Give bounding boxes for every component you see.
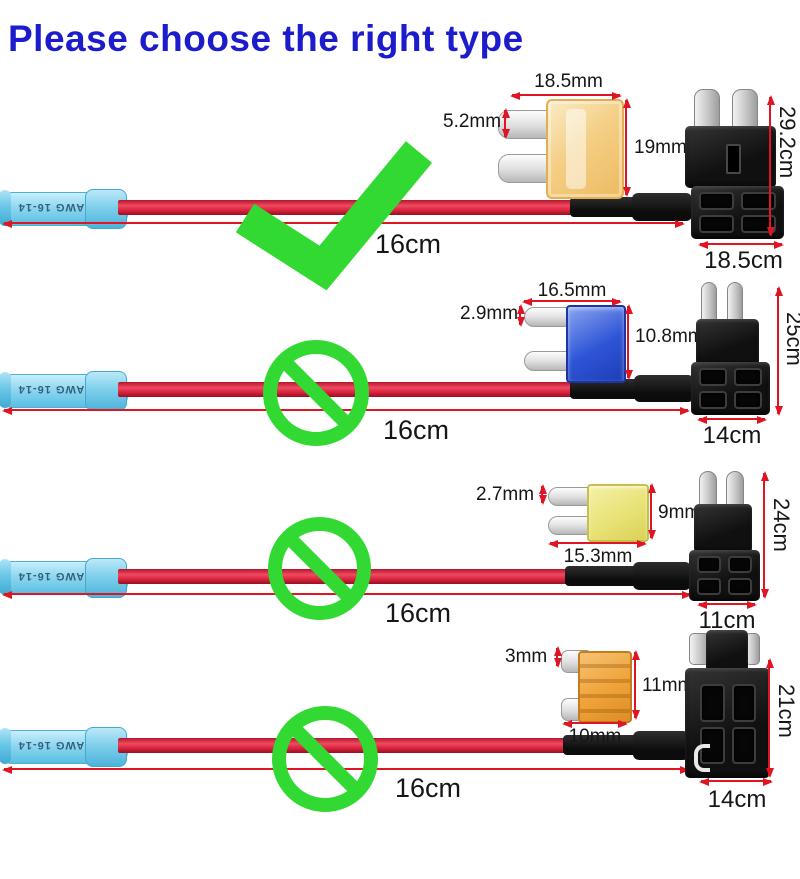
wire-sleeve bbox=[565, 566, 637, 586]
tap-width-label: 18.5cm bbox=[704, 247, 783, 274]
wire-sleeve-collar bbox=[633, 562, 691, 590]
wire-clip-detail bbox=[694, 744, 710, 772]
pin-height-arrow bbox=[554, 646, 562, 668]
fuse-blade bbox=[548, 487, 590, 506]
tap-width-arrow bbox=[699, 778, 773, 786]
micro2-fuse-body bbox=[578, 651, 632, 723]
fuse-width-arrow bbox=[562, 720, 628, 728]
fuse-height-arrow bbox=[648, 483, 656, 540]
wire-sleeve bbox=[570, 197, 636, 217]
fuse-tap-top bbox=[706, 630, 748, 674]
fuse-tap-slot bbox=[726, 144, 741, 174]
fuse-blade bbox=[524, 307, 570, 327]
page-title: Please choose the right type bbox=[8, 18, 524, 59]
socket bbox=[697, 556, 721, 573]
socket bbox=[731, 684, 756, 722]
butt-connector: AWG 16-14 bbox=[0, 727, 128, 767]
tap-width-label: 14cm bbox=[707, 786, 767, 813]
tap-width-label: 11cm bbox=[698, 607, 756, 634]
fuse-height-arrow bbox=[632, 650, 640, 720]
wire-length-label: 16cm bbox=[395, 773, 462, 803]
socket bbox=[734, 368, 762, 386]
socket bbox=[734, 391, 762, 409]
fuse-height-label: 10.8mm bbox=[635, 326, 704, 347]
socket bbox=[728, 556, 752, 573]
connector-awg-label: AWG 16-14 bbox=[17, 570, 85, 582]
pin-height-arrow bbox=[502, 108, 510, 139]
low-profile-fuse-body bbox=[587, 484, 649, 542]
fuse-width-label: 10mm bbox=[568, 726, 622, 747]
tap-height-arrow bbox=[775, 286, 783, 416]
pin-height-label: 2.7mm bbox=[476, 484, 535, 505]
fuse-width-label: 18.5mm bbox=[534, 71, 603, 92]
wire-length-label: 16cm bbox=[383, 415, 450, 445]
pin-height-label: 2.9mm bbox=[460, 303, 519, 324]
tap-height-label: 29.2cm bbox=[775, 106, 800, 179]
fuse-height-label: 19mm bbox=[634, 137, 687, 158]
wire-sleeve-collar bbox=[632, 193, 692, 221]
wire-length-label: 16cm bbox=[385, 598, 452, 628]
fuse-width-arrow bbox=[510, 92, 622, 100]
no-entry-icon bbox=[263, 340, 369, 446]
socket bbox=[699, 391, 727, 409]
no-entry-icon bbox=[268, 517, 371, 620]
check-icon bbox=[235, 141, 433, 291]
butt-connector: AWG 16-14 bbox=[0, 371, 128, 411]
fuse-height-arrow bbox=[625, 304, 633, 380]
fuse-height-arrow bbox=[623, 98, 631, 197]
tap-height-label: 25cm bbox=[782, 312, 800, 366]
butt-connector: AWG 16-14 bbox=[0, 189, 128, 229]
wire-sleeve bbox=[563, 735, 637, 755]
pin-height-label: 5.2mm bbox=[443, 111, 502, 132]
no-entry-icon bbox=[272, 706, 378, 812]
wire-sleeve bbox=[570, 379, 638, 399]
mini-fuse-body bbox=[566, 305, 626, 383]
fuse-width-label: 16.5mm bbox=[537, 280, 607, 301]
socket bbox=[697, 578, 721, 595]
wire-sleeve-collar bbox=[634, 375, 694, 402]
fuse-height-label: 11mm bbox=[642, 675, 694, 696]
connector-awg-label: AWG 16-14 bbox=[17, 201, 85, 213]
connector-awg-label: AWG 16-14 bbox=[17, 739, 85, 751]
fuse-blade bbox=[524, 351, 570, 371]
fuse-blade bbox=[498, 154, 550, 183]
fuse-tap-sockets bbox=[691, 362, 770, 415]
socket bbox=[700, 684, 725, 722]
fuse-tap-sockets bbox=[689, 550, 760, 601]
fuse-blade bbox=[548, 516, 590, 535]
tap-height-arrow bbox=[761, 471, 769, 599]
fuse-height-label: 9mm bbox=[658, 502, 701, 523]
fuse-tap-body bbox=[696, 319, 759, 366]
tap-width-arrow bbox=[698, 241, 784, 249]
fuse-tap-sockets bbox=[692, 678, 764, 770]
socket bbox=[699, 192, 734, 210]
pin-height-arrow bbox=[539, 484, 547, 505]
tap-height-arrow bbox=[766, 658, 774, 778]
pin-height-arrow bbox=[517, 304, 525, 327]
tap-width-label: 14cm bbox=[702, 422, 762, 449]
wire-sleeve-collar bbox=[633, 731, 689, 760]
red-wire bbox=[118, 200, 580, 215]
socket bbox=[731, 726, 756, 764]
socket bbox=[728, 578, 752, 595]
fuse-tap-body bbox=[694, 504, 752, 553]
tap-height-arrow bbox=[767, 95, 775, 237]
fuse-width-arrow bbox=[522, 298, 622, 306]
fuse-width-arrow bbox=[548, 540, 647, 548]
standard-fuse-body bbox=[546, 99, 624, 199]
tap-height-label: 21cm bbox=[774, 684, 799, 738]
connector-awg-label: AWG 16-14 bbox=[17, 383, 85, 395]
pin-height-label: 3mm bbox=[505, 646, 548, 667]
tap-height-label: 24cm bbox=[769, 498, 794, 552]
socket bbox=[699, 215, 734, 233]
tap-width-arrow bbox=[697, 416, 767, 424]
wire-length-label: 16cm bbox=[375, 229, 442, 259]
fuse-width-label: 15.3mm bbox=[563, 546, 633, 567]
butt-connector: AWG 16-14 bbox=[0, 558, 128, 598]
tap-width-arrow bbox=[697, 601, 757, 609]
socket bbox=[699, 368, 727, 386]
socket bbox=[741, 192, 776, 210]
